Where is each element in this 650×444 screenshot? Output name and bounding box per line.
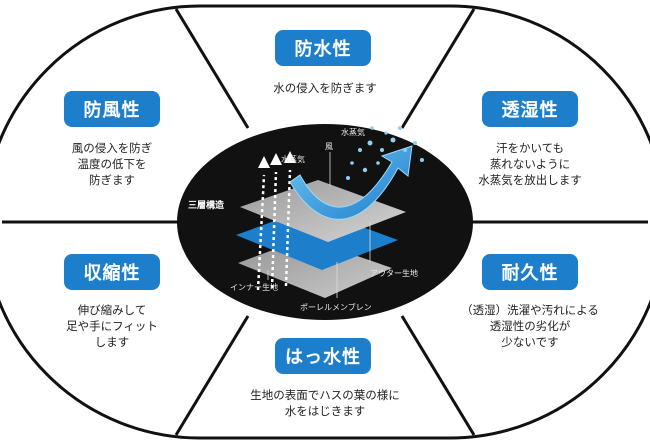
vapor-arrow-heads [258,151,296,168]
repellent-badge: はっ水性 [275,338,371,374]
breathable-desc: 汗をかいても 蒸れないように 水蒸気を放出します [478,141,582,187]
water-droplets [346,126,424,180]
membrane-label: ポーレルメンブレン [300,303,372,312]
outer-fabric-label: アウター生地 [370,269,418,278]
vapor-label-left: 水蒸気 [281,155,305,164]
inner-fabric-label: インナー生地 [230,283,278,292]
windproof-badge: 防風性 [64,91,160,127]
vapor-arrows [256,169,292,291]
durable-badge: 耐久性 [482,254,578,290]
leader-lines [267,152,371,298]
wind-label: 風 [325,142,333,151]
breathable-badge: 透湿性 [482,91,578,127]
structure-label: 三層構造 [188,201,225,211]
waterproof-desc: 水の侵入を防ぎます [273,81,377,95]
stretch-desc: 伸び縮みして 足や手にフィット します [66,303,158,349]
windproof-desc: 風の侵入を防ぎ 温度の低下を 防ぎます [71,141,153,187]
inner-fabric-layer [238,238,392,298]
vapor-label-right: 水蒸気 [341,128,365,137]
membrane-layer [236,208,398,270]
durable-desc: （透湿）洗濯や汚れによる 透湿性の劣化が 少ないです [461,303,599,349]
wind-arrow [289,145,413,220]
waterproof-badge: 防水性 [275,30,371,66]
stretch-badge: 収縮性 [64,254,160,290]
repellent-desc: 生地の表面でハスの葉の様に 水をはじきます [250,388,400,418]
segment-dividers [2,8,648,436]
